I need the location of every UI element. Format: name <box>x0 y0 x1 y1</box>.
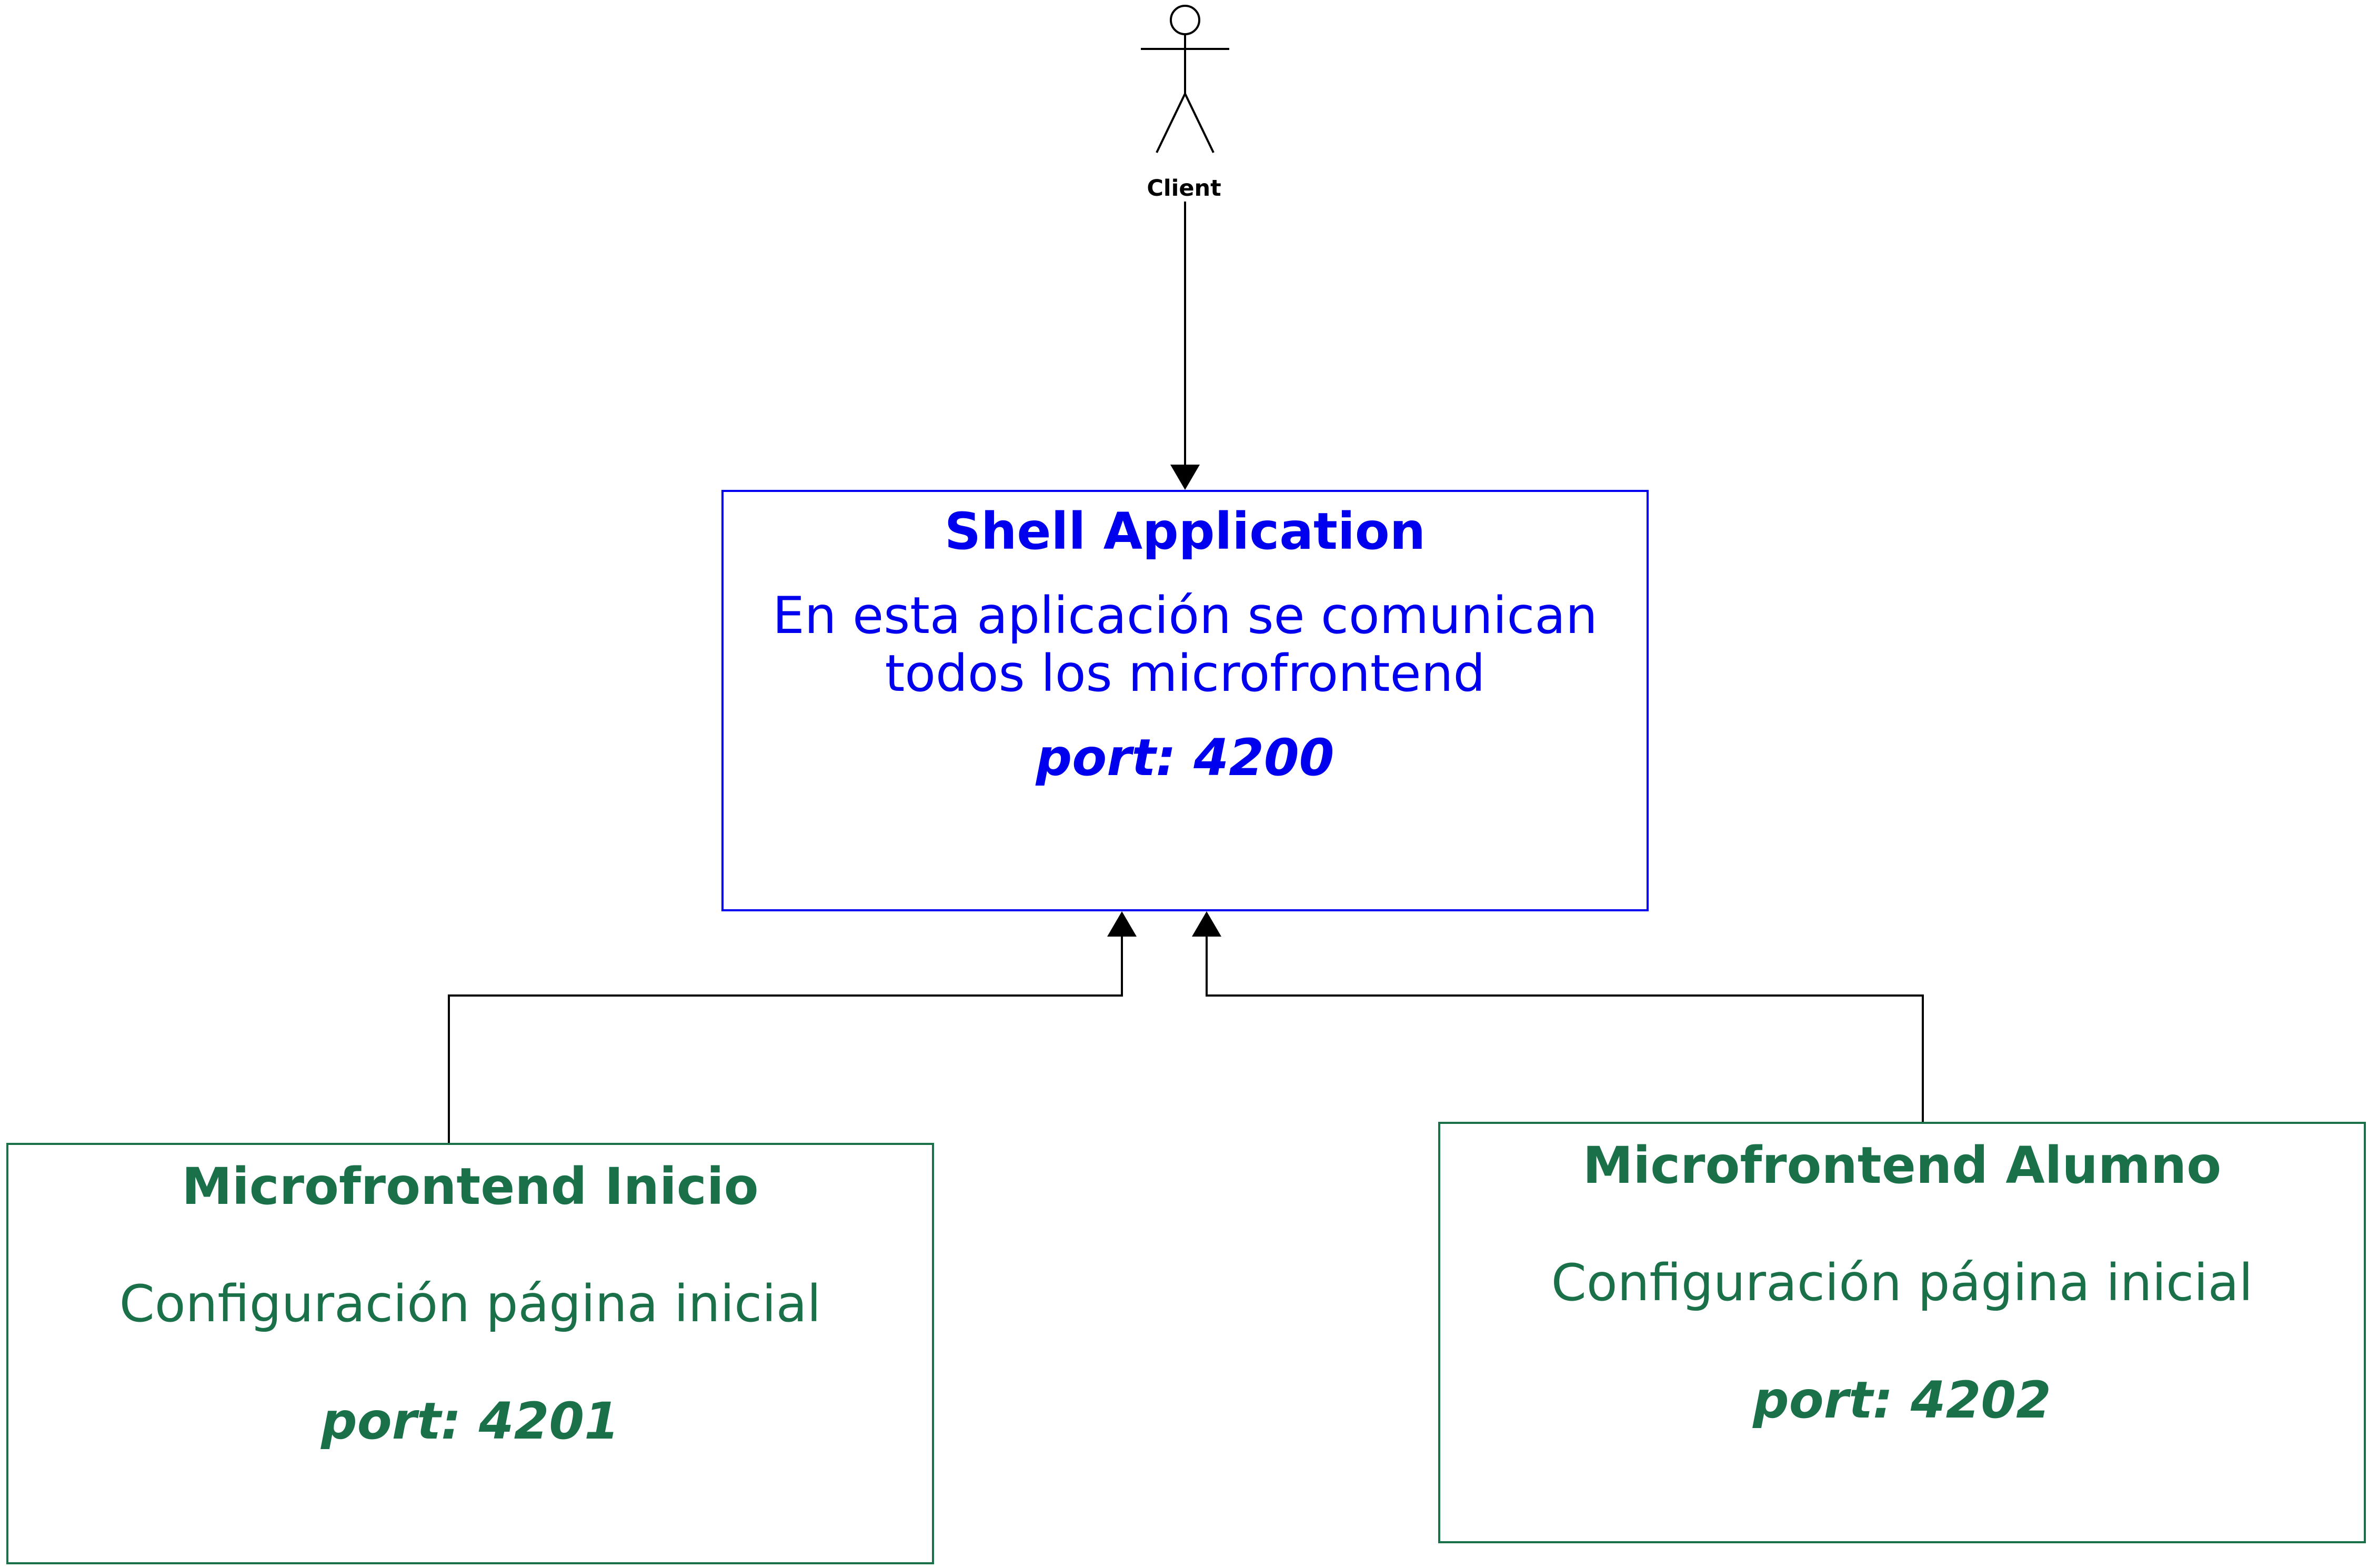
microfrontend-alumno-title: Microfrontend Alumno <box>1582 1136 2222 1195</box>
alumno-to-shell-arrow <box>1192 911 1924 1122</box>
microfrontend-alumno-port: port: 4202 <box>1753 1371 2051 1430</box>
microfrontend-inicio-box[interactable]: Microfrontend Inicio Configuración págin… <box>6 1143 934 1564</box>
client-to-shell-arrow <box>1170 200 1200 490</box>
shell-application-title: Shell Application <box>944 502 1426 561</box>
microfrontend-inicio-port: port: 4201 <box>321 1392 619 1451</box>
client-actor-icon <box>1141 5 1229 153</box>
shell-application-box[interactable]: Shell Application En esta aplicación se … <box>721 490 1649 911</box>
client-actor-label: Client <box>1105 175 1263 202</box>
shell-application-port: port: 4200 <box>1036 728 1334 787</box>
microfrontend-alumno-box[interactable]: Microfrontend Alumno Configuración págin… <box>1438 1122 2366 1543</box>
microfrontend-inicio-description: Configuración página inicial <box>119 1274 821 1333</box>
shell-application-description: En esta aplicación se comunican todos lo… <box>772 586 1598 703</box>
inicio-to-shell-arrow <box>448 911 1137 1143</box>
microfrontend-alumno-description: Configuración página inicial <box>1551 1253 2253 1312</box>
microfrontend-inicio-title: Microfrontend Inicio <box>182 1157 759 1216</box>
